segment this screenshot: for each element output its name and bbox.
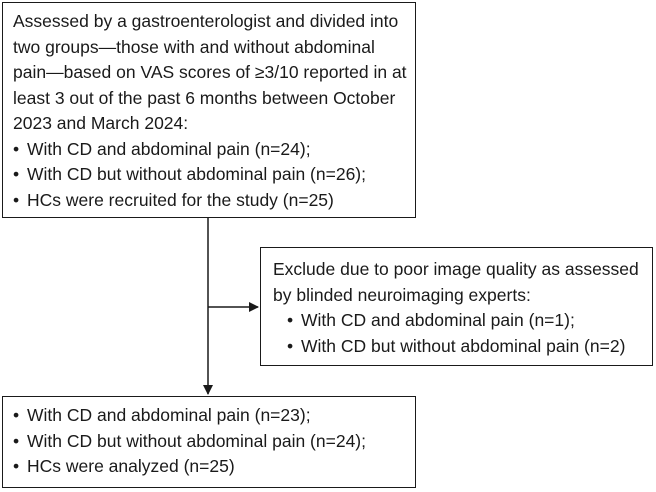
enrollment-group-label: HCs were recruited for the study (n=25) xyxy=(27,189,334,210)
exclusion-box: Exclude due to poor image quality as ass… xyxy=(260,247,653,366)
list-item: • With CD but without abdominal pain (n=2… xyxy=(13,429,407,455)
analysis-box: • With CD and abdominal pain (n=23); • Wit… xyxy=(2,396,416,488)
bullet-icon: • xyxy=(13,138,20,159)
bullet-icon: • xyxy=(13,405,20,425)
bullet-icon: • xyxy=(13,430,20,451)
list-item: • HCs were recruited for the study (n=25) xyxy=(13,188,407,214)
analysis-group-label: With CD but without abdominal pain (n=24… xyxy=(27,430,366,451)
list-item: • With CD but without abdominal pain (n=2… xyxy=(13,162,407,188)
enrollment-group-list: • With CD and abdominal pain (n=24); • Wit… xyxy=(13,137,407,214)
analysis-group-list: • With CD and abdominal pain (n=23); • Wit… xyxy=(13,403,407,480)
bullet-icon: • xyxy=(13,456,20,476)
list-item: • With CD and abdominal pain (n=24); xyxy=(13,137,407,163)
analysis-group-label: HCs were analyzed (n=25) xyxy=(27,456,235,476)
exclusion-group-list: • With CD and abdominal pain (n=1); • With… xyxy=(273,308,644,359)
bullet-icon: • xyxy=(13,189,20,210)
exclusion-description: Exclude due to poor image quality as ass… xyxy=(273,259,639,305)
bullet-icon: • xyxy=(287,335,294,356)
analysis-group-label: With CD and abdominal pain (n=23); xyxy=(27,405,311,425)
list-item: • HCs were analyzed (n=25) xyxy=(13,454,407,480)
enrollment-group-label: With CD and abdominal pain (n=24); xyxy=(27,138,311,159)
list-item: • With CD and abdominal pain (n=23); xyxy=(13,403,407,429)
enrollment-box: Assessed by a gastroenterologist and div… xyxy=(2,2,416,218)
exclusion-group-label: With CD but without abdominal pain (n=2) xyxy=(301,335,626,356)
enrollment-description: Assessed by a gastroenterologist and div… xyxy=(13,11,407,133)
exclusion-group-label: With CD and abdominal pain (n=1); xyxy=(301,310,575,330)
bullet-icon: • xyxy=(13,164,20,184)
list-item: • With CD and abdominal pain (n=1); xyxy=(273,308,644,334)
list-item: • With CD but without abdominal pain (n=2… xyxy=(273,334,644,360)
enrollment-group-label: With CD but without abdominal pain (n=26… xyxy=(27,164,366,184)
bullet-icon: • xyxy=(287,310,294,330)
